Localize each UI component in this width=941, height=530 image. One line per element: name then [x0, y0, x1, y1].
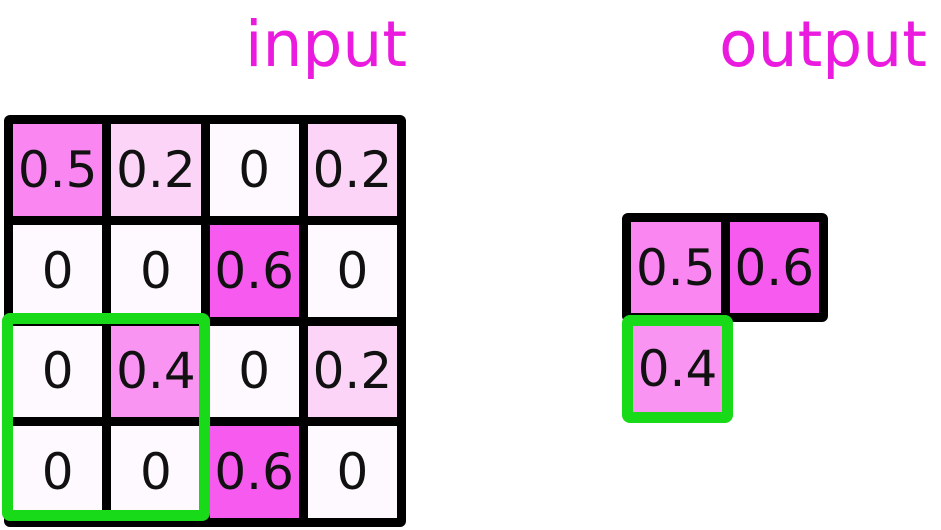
input-cell-r1c3: 0 [209, 124, 299, 216]
input-cell-r4c2: 0 [111, 426, 201, 518]
output-cell-highlighted: 0.4 [622, 315, 733, 423]
input-cell-r1c1: 0.5 [13, 124, 103, 216]
input-cell-r2c1: 0 [13, 224, 103, 317]
output-title: output [719, 8, 927, 81]
output-grid: 0.5 0.6 [622, 213, 828, 322]
input-cell-r4c4: 0 [307, 426, 397, 518]
output-cell-r1c2: 0.6 [729, 222, 819, 313]
input-cell-r4c1: 0 [13, 426, 103, 518]
input-grid: 0.5 0.2 0 0.2 0 0 0.6 0 0 0.4 0 0.2 0 0 … [4, 115, 406, 527]
input-cell-r2c2: 0 [111, 224, 201, 317]
input-title: input [244, 8, 408, 81]
input-cell-r3c4: 0.2 [307, 325, 397, 418]
input-cell-r3c2: 0.4 [111, 325, 201, 418]
input-cell-r2c4: 0 [307, 224, 397, 317]
input-cell-r3c1: 0 [13, 325, 103, 418]
input-cell-r3c3: 0 [209, 325, 299, 418]
input-cell-r4c3: 0.6 [209, 426, 299, 518]
input-cell-r2c3: 0.6 [209, 224, 299, 317]
input-cell-r1c2: 0.2 [111, 124, 201, 216]
input-cell-r1c4: 0.2 [307, 124, 397, 216]
output-cell-r1c1: 0.5 [631, 222, 721, 313]
